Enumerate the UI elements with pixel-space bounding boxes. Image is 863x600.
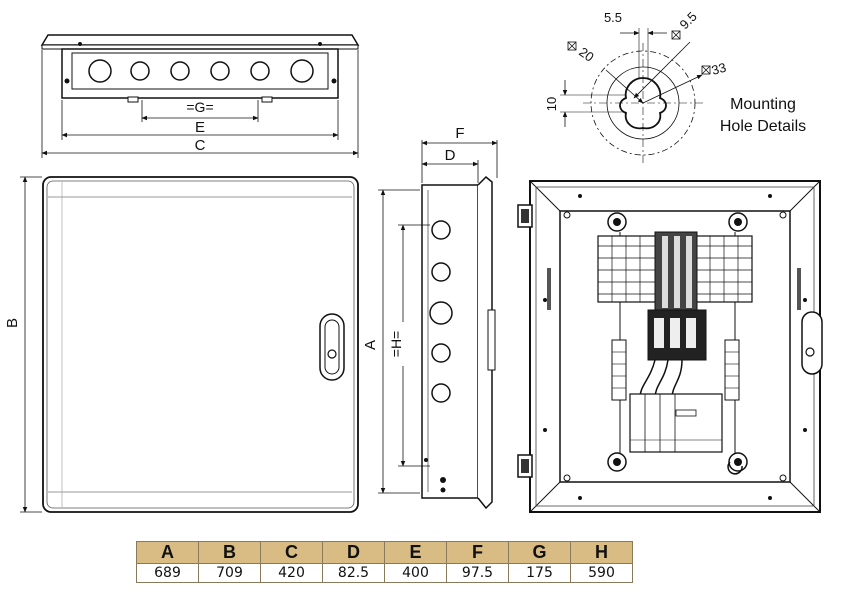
top-view: =G= E C bbox=[40, 34, 360, 158]
mounting-caption-line2: Hole Details bbox=[720, 118, 806, 135]
dimension-table-value: 82.5 bbox=[322, 563, 385, 583]
door-handle[interactable] bbox=[319, 313, 345, 381]
dimension-a-label: A bbox=[362, 340, 379, 350]
dimension-table: A B C D E F G H 689 709 420 82.5 400 97.… bbox=[136, 541, 633, 583]
knockout-hole bbox=[210, 61, 230, 81]
terminal-block bbox=[597, 231, 753, 313]
dimension-9-5-label: 9.5 bbox=[677, 9, 700, 32]
dimension-b-label: B bbox=[4, 318, 21, 328]
dimension-c-label: C bbox=[195, 137, 206, 154]
dimension-f-label: F bbox=[455, 125, 464, 142]
dimension-table-header: E bbox=[384, 541, 447, 564]
hinge bbox=[517, 454, 533, 478]
dimension-10-label: 10 bbox=[544, 97, 559, 111]
side-knockout-hole bbox=[431, 383, 451, 403]
knockout-hole bbox=[170, 61, 190, 81]
interior-view bbox=[517, 180, 823, 513]
dimension-table-value: 400 bbox=[384, 563, 447, 583]
side-knockout-hole bbox=[429, 301, 453, 325]
main-switch bbox=[647, 309, 707, 361]
side-view: F D A =H= bbox=[362, 125, 498, 510]
dimension-table-value: 709 bbox=[198, 563, 261, 583]
dimension-table-value: 689 bbox=[136, 563, 199, 583]
knockout-hole bbox=[88, 59, 112, 83]
din-rail-bracket bbox=[728, 212, 748, 232]
din-rail-bracket bbox=[607, 212, 627, 232]
dimension-table-value: 420 bbox=[260, 563, 323, 583]
dimension-h-label: =H= bbox=[388, 331, 404, 357]
dimension-20-label: 20 bbox=[576, 44, 596, 65]
dimension-table-value-row: 689 709 420 82.5 400 97.5 175 590 bbox=[136, 563, 633, 583]
knockout-hole bbox=[130, 61, 150, 81]
dimension-5-5-label: 5.5 bbox=[604, 10, 622, 25]
dimension-table-header: C bbox=[260, 541, 323, 564]
dimension-table-header: H bbox=[570, 541, 633, 564]
dimension-table-value: 97.5 bbox=[446, 563, 509, 583]
knockout-hole bbox=[250, 61, 270, 81]
dimension-e-label: E bbox=[195, 119, 205, 136]
circuit-breaker-row bbox=[629, 393, 723, 453]
dimension-table-header: B bbox=[198, 541, 261, 564]
technical-drawing: =G= E C B bbox=[4, 9, 823, 513]
side-knockout-hole bbox=[431, 343, 451, 363]
dimension-table-header: D bbox=[322, 541, 385, 564]
hinge bbox=[517, 204, 533, 228]
side-knockout-hole bbox=[431, 220, 451, 240]
dimension-table-header: F bbox=[446, 541, 509, 564]
door-latch[interactable] bbox=[801, 311, 823, 375]
din-rail-bracket bbox=[607, 452, 627, 472]
dimension-table-header-row: A B C D E F G H bbox=[136, 541, 633, 564]
mounting-caption-line1: Mounting bbox=[730, 96, 796, 113]
din-rail-bracket bbox=[728, 452, 748, 472]
mounting-hole-detail: 5.5 9.5 20 33 10 Mounting Hole Details bbox=[544, 9, 806, 163]
dimension-33-label: 33 bbox=[710, 60, 728, 78]
dimension-table-value: 590 bbox=[570, 563, 633, 583]
knockout-hole bbox=[290, 59, 314, 83]
side-knockout-hole bbox=[431, 262, 451, 282]
dimension-g-label: =G= bbox=[186, 99, 213, 115]
dimension-table-value: 175 bbox=[508, 563, 571, 583]
dimension-d-label: D bbox=[445, 147, 456, 164]
front-view: B bbox=[4, 176, 359, 513]
dimension-table-header: A bbox=[136, 541, 199, 564]
dimension-table-header: G bbox=[508, 541, 571, 564]
